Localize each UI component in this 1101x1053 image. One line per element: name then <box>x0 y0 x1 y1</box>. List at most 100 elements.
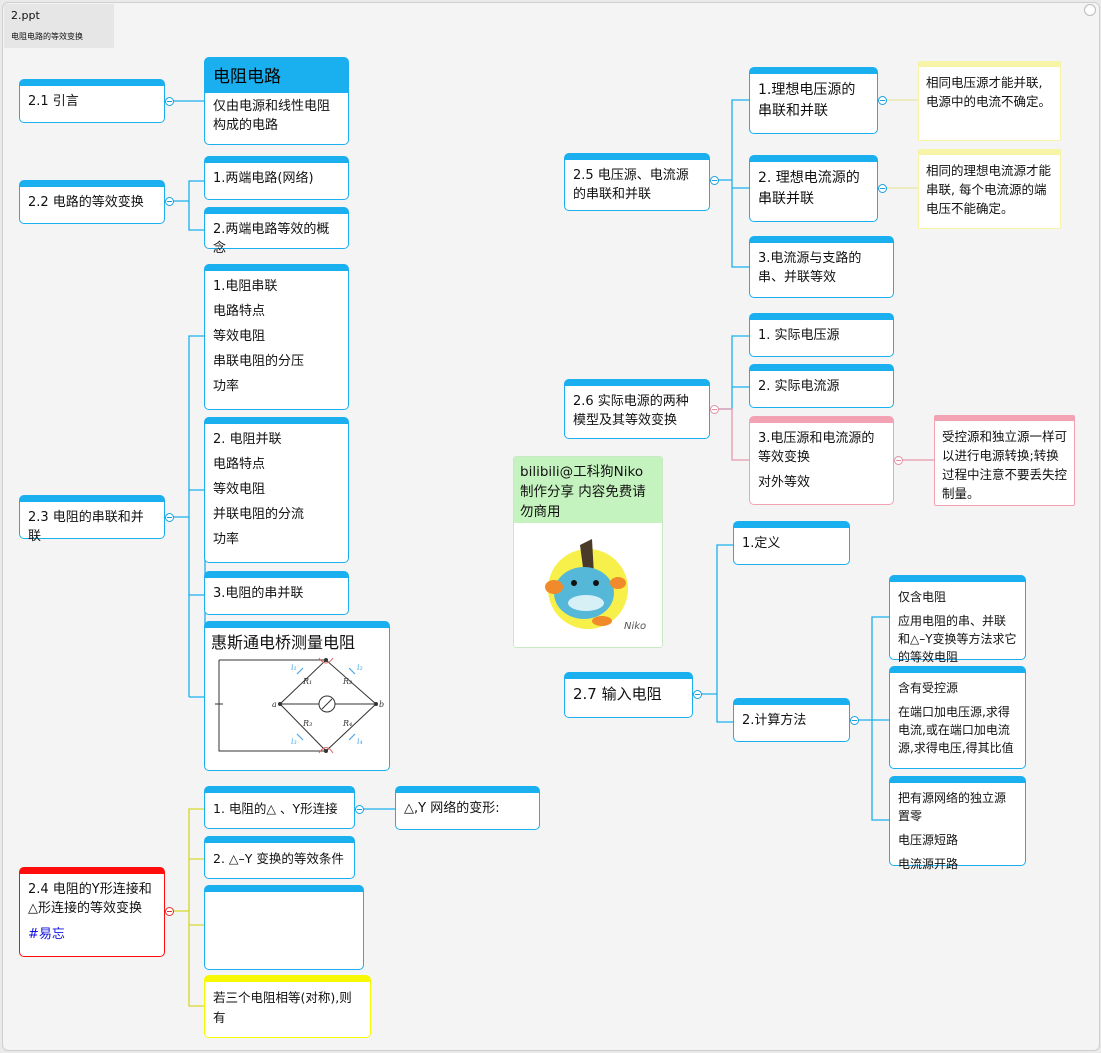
note-controlled-source: 受控源和独立源一样可以进行电源转换;转换过程中注意不要丢失控制量。 <box>934 415 1075 506</box>
subtopic-parallel-resistors[interactable]: 2. 电阻并联 电路特点 等效电阻 并联电阻的分流 功率 <box>204 417 349 563</box>
subtopic-label: 1.定义 <box>742 536 781 551</box>
topic-2-3-label: 2.3 电阻的串联和并联 <box>28 510 144 544</box>
list-item: 功率 <box>213 532 240 547</box>
promo-card: bilibili@工科狗Niko 制作分享 内容免费请勿商用 Niko <box>513 456 663 648</box>
case-pure-resistors[interactable]: 仅含电阻 应用电阻的串、并联和△–Y变换等方法求它的等效电阻 <box>889 575 1026 664</box>
subtopic-source-branch-equivalence[interactable]: 3.电流源与支路的串、并联等效 <box>749 236 894 298</box>
document-filename: 2.ppt <box>11 9 40 22</box>
subtopic-practical-voltage-source[interactable]: 1. 实际电压源 <box>749 313 894 357</box>
topic-2-4-delta-y[interactable]: 2.4 电阻的Y形连接和△形连接的等效变换 #易忘 <box>19 867 165 957</box>
subtopic-label: 1. 实际电压源 <box>758 328 840 343</box>
topic-2-1-intro[interactable]: 2.1 引言 <box>19 79 165 123</box>
bridge-label-r4: R₄ <box>342 719 352 728</box>
collapse-toggle-calculation[interactable] <box>850 716 859 725</box>
case-controlled-sources[interactable]: 含有受控源 在端口加电压源,求得电流,或在端口加电流源,求得电压,得其比值 <box>889 666 1026 769</box>
subtopic-empty-formula[interactable] <box>204 885 364 970</box>
collapse-toggle-voltage-sources[interactable] <box>878 96 887 105</box>
topic-2-5-label: 2.5 电压源、电流源的串联和并联 <box>573 168 689 202</box>
subtopic-series-parallel-combo[interactable]: 3.电阻的串并联 <box>204 571 349 615</box>
resistor-circuit-card[interactable]: 电阻电路 仅由电源和线性电阻构成的电路 <box>204 57 349 145</box>
case-body: 在端口加电压源,求得电流,或在端口加电流源,求得电压,得其比值 <box>898 705 1014 755</box>
case-body: 应用电阻的串、并联和△–Y变换等方法求它的等效电阻 <box>898 614 1017 664</box>
resistor-circuit-title: 电阻电路 <box>205 63 348 93</box>
topic-2-3-series-parallel[interactable]: 2.3 电阻的串联和并联 <box>19 495 165 544</box>
bridge-label-r1: R₁ <box>302 677 312 686</box>
subtopic-label: 2.计算方法 <box>742 713 807 728</box>
topic-2-4-label: 2.4 电阻的Y形连接和△形连接的等效变换 <box>28 882 152 916</box>
conversion-subtitle: 对外等效 <box>758 475 811 490</box>
collapse-toggle-2-4[interactable] <box>165 907 174 916</box>
promo-text: bilibili@工科狗Niko 制作分享 内容免费请勿商用 <box>514 457 662 523</box>
bridge-label-i3: i₃ <box>291 737 297 746</box>
subtopic-label: 3.电阻的串并联 <box>213 586 304 601</box>
note-current-sources: 相同的理想电流源才能串联, 每个电流源的端电压不能确定。 <box>918 149 1061 229</box>
subtopic-source-conversion[interactable]: 3.电压源和电流源的等效变换 对外等效 <box>749 416 894 505</box>
subtopic-label: 2. △–Y 变换的等效条件 <box>213 851 344 866</box>
case-title: 把有源网络的独立源置零 <box>898 791 1007 823</box>
topic-2-7-label: 2.7 输入电阻 <box>573 685 662 703</box>
collapse-toggle-2-7[interactable] <box>693 690 702 699</box>
list-item: 电路特点 <box>213 304 266 319</box>
subtopic-label: 3.电流源与支路的串、并联等效 <box>758 251 862 285</box>
minimize-button[interactable] <box>1084 4 1096 16</box>
collapse-toggle-delta-y[interactable] <box>355 805 364 814</box>
subtopic-ideal-current-sources[interactable]: 2. 理想电流源的串联并联 <box>749 155 878 222</box>
topic-2-1-label: 2.1 引言 <box>28 94 79 109</box>
subtopic-symmetric-resistors[interactable]: 若三个电阻相等(对称),则有 <box>204 975 371 1038</box>
note-text: 相同电压源才能并联,电源中的电流不确定。 <box>926 75 1052 109</box>
collapse-toggle-2-5[interactable] <box>710 176 719 185</box>
bridge-label-r3: R₃ <box>302 719 312 728</box>
wheatstone-bridge-card[interactable]: 惠斯通电桥测量电阻 a b R₁ R₂ R₃ R₄ i₁ i₂ i₃ i₄ <box>204 621 390 771</box>
bridge-label-r2: R₂ <box>342 677 352 686</box>
topic-2-6-practical-sources[interactable]: 2.6 实际电源的两种模型及其等效变换 <box>564 379 710 439</box>
list-item: 功率 <box>213 379 240 394</box>
wheatstone-bridge-diagram: a b R₁ R₂ R₃ R₄ i₁ i₂ i₃ i₄ <box>215 657 384 754</box>
topic-2-7-input-resistance[interactable]: 2.7 输入电阻 <box>564 672 693 718</box>
subtopic-equivalence-concept[interactable]: 2.两端电路等效的概念 <box>204 207 349 256</box>
bridge-label-i1: i₁ <box>291 663 297 672</box>
bridge-node-b: b <box>379 700 384 709</box>
conversion-title: 3.电压源和电流源的等效变换 <box>758 431 875 465</box>
case-line: 电流源开路 <box>898 857 959 871</box>
subtopic-label: 若三个电阻相等(对称),则有 <box>213 990 352 1025</box>
subtopic-ideal-voltage-sources[interactable]: 1.理想电压源的串联和并联 <box>749 67 878 134</box>
note-voltage-sources: 相同电压源才能并联,电源中的电流不确定。 <box>918 61 1061 141</box>
subtopic-label: △,Y 网络的变形: <box>404 801 500 816</box>
subtopic-series-resistors[interactable]: 1.电阻串联 电路特点 等效电阻 串联电阻的分压 功率 <box>204 264 349 410</box>
subtopic-label: 1. 电阻的△ 、Y形连接 <box>213 801 338 816</box>
list-item: 串联电阻的分压 <box>213 354 305 369</box>
topic-2-5-sources-combination[interactable]: 2.5 电压源、电流源的串联和并联 <box>564 153 710 211</box>
collapse-toggle-2-2[interactable] <box>165 197 174 206</box>
subtopic-practical-current-source[interactable]: 2. 实际电流源 <box>749 364 894 408</box>
collapse-toggle-2-6[interactable] <box>710 405 719 414</box>
collapse-toggle-2-1[interactable] <box>165 97 174 106</box>
wheatstone-bridge-title: 惠斯通电桥测量电阻 <box>211 633 356 652</box>
bridge-label-i4: i₄ <box>357 737 363 746</box>
subtopic-network-deformation[interactable]: △,Y 网络的变形: <box>395 786 540 830</box>
collapse-toggle-conversion[interactable] <box>894 456 903 465</box>
case-title: 仅含电阻 <box>898 590 947 604</box>
note-text: 相同的理想电流源才能串联, 每个电流源的端电压不能确定。 <box>926 163 1052 216</box>
subtopic-definition[interactable]: 1.定义 <box>733 521 850 565</box>
document-tab[interactable]: 2.ppt 电阻电路的等效变换 <box>4 4 114 48</box>
bridge-label-i2: i₂ <box>357 663 363 672</box>
subtopic-delta-y-condition[interactable]: 2. △–Y 变换的等效条件 <box>204 836 355 879</box>
collapse-toggle-2-3[interactable] <box>165 513 174 522</box>
collapse-toggle-current-sources[interactable] <box>878 184 887 193</box>
case-active-network[interactable]: 把有源网络的独立源置零 电压源短路 电流源开路 <box>889 776 1026 871</box>
subtopic-label: 2. 实际电流源 <box>758 379 840 394</box>
subtopic-label: 1.两端电路(网络) <box>213 171 314 186</box>
subtopic-delta-y-connection[interactable]: 1. 电阻的△ 、Y形连接 <box>204 786 355 829</box>
note-text: 受控源和独立源一样可以进行电源转换;转换过程中注意不要丢失控制量。 <box>942 429 1068 501</box>
resistor-circuit-description: 仅由电源和线性电阻构成的电路 <box>213 99 331 133</box>
subtopic-two-terminal-network[interactable]: 1.两端电路(网络) <box>204 156 349 200</box>
mascot-image: Niko <box>545 539 646 632</box>
document-subtitle: 电阻电路的等效变换 <box>11 32 83 41</box>
list-item: 电路特点 <box>213 457 266 472</box>
topic-2-2-equivalence[interactable]: 2.2 电路的等效变换 <box>19 180 165 224</box>
subtopic-label: 2.两端电路等效的概念 <box>213 222 330 256</box>
subtopic-calculation-method[interactable]: 2.计算方法 <box>733 698 850 742</box>
list-item: 1.电阻串联 <box>213 279 278 294</box>
topic-2-2-label: 2.2 电路的等效变换 <box>28 195 144 210</box>
list-item: 2. 电阻并联 <box>213 432 282 447</box>
